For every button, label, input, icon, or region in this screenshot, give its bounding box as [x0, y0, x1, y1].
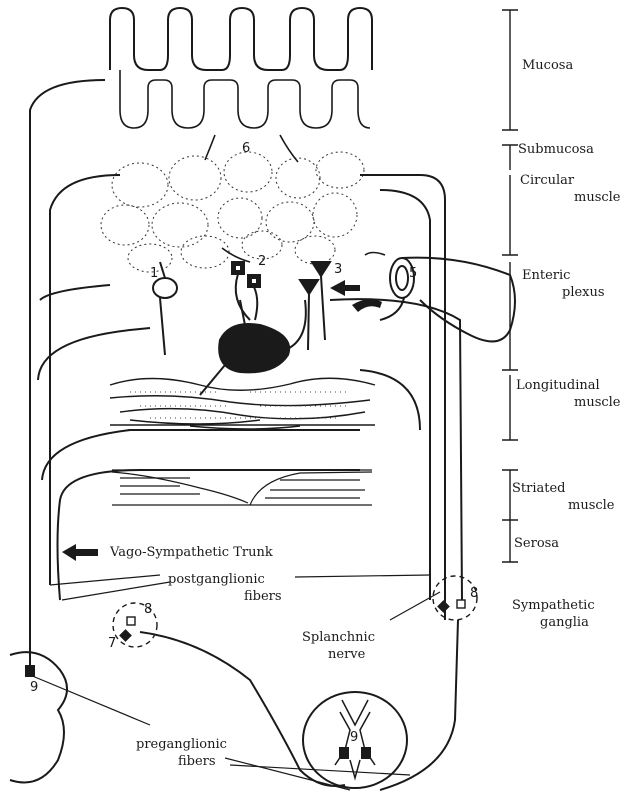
preganglionic-pointer-right	[225, 758, 350, 790]
mucosa-arrow-left	[205, 135, 215, 160]
vago-sympathetic-arrow	[62, 544, 98, 561]
marker-5: 5	[409, 266, 417, 281]
label-serosa: Serosa	[514, 536, 559, 551]
label-submucosa: Submucosa	[518, 142, 594, 157]
neuron-2	[232, 262, 260, 320]
striated-muscle	[112, 470, 372, 505]
marker-2: 2	[258, 254, 266, 269]
neuron-3	[300, 262, 330, 350]
circular-muscle-bundles	[101, 152, 364, 272]
label-postganglionic-fibers: fibers	[244, 589, 282, 604]
label-preganglionic-fibers: fibers	[178, 754, 216, 769]
marker-7: 7	[108, 636, 116, 651]
mucosa-villi	[110, 8, 372, 70]
label-circular-muscle: muscle	[574, 190, 621, 205]
label-sympathetic-ganglia: ganglia	[540, 615, 589, 630]
label-preganglionic: preganglionic	[136, 737, 227, 752]
marker-4: 4	[218, 338, 226, 353]
marker-1: 1	[150, 266, 158, 281]
left-fiber-upper	[50, 175, 120, 585]
neuron-5-vessel	[380, 258, 515, 342]
marker-3: 3	[334, 262, 342, 277]
mucosa-crypts	[120, 70, 370, 128]
right-fiber-upper	[380, 190, 430, 600]
plexus-arrow	[222, 248, 250, 262]
neuron-4	[200, 300, 306, 395]
label-enteric: Enteric	[522, 268, 570, 283]
preganglionic-pointer-up	[30, 675, 150, 725]
postganglionic-pointer-right	[295, 575, 430, 577]
label-mucosa: Mucosa	[522, 58, 573, 73]
label-vago-sympathetic-trunk: Vago-Sympathetic Trunk	[110, 545, 273, 560]
vessel-arrow	[352, 299, 382, 312]
label-striated-muscle: muscle	[568, 498, 615, 513]
label-splanchnic-nerve: nerve	[328, 647, 365, 662]
label-sympathetic: Sympathetic	[512, 598, 595, 613]
label-circular: Circular	[520, 173, 574, 188]
postganglionic-pointer-left	[50, 575, 160, 585]
marker-9a: 9	[30, 680, 38, 695]
brainstem-outline	[10, 652, 67, 782]
right-fiber-mid	[330, 299, 462, 600]
marker-6: 6	[242, 141, 250, 156]
marker-9b: 9	[350, 730, 358, 745]
right-fiber-outer	[360, 175, 445, 620]
marker-8a: 8	[144, 602, 152, 617]
left-fiber-loop	[38, 328, 150, 380]
marker-8b: 8	[470, 586, 478, 601]
label-longitudinal-muscle: muscle	[574, 395, 621, 410]
label-postganglionic: postganglionic	[168, 572, 265, 587]
postganglionic-pointer-mid	[62, 582, 170, 600]
label-longitudinal: Longitudinal	[516, 378, 600, 393]
label-enteric-plexus: plexus	[562, 285, 605, 300]
enteric-arrow-right	[330, 280, 360, 296]
label-striated: Striated	[512, 481, 566, 496]
vessel-arrow-upper	[365, 253, 385, 256]
longitudinal-muscle	[110, 378, 375, 429]
preganglionic-pointer-right2	[230, 765, 410, 775]
splanchnic-pointer	[390, 592, 440, 620]
layer-scale-bars	[502, 10, 518, 562]
label-splanchnic: Splanchnic	[302, 630, 375, 645]
mucosa-arrow-right	[280, 135, 298, 162]
